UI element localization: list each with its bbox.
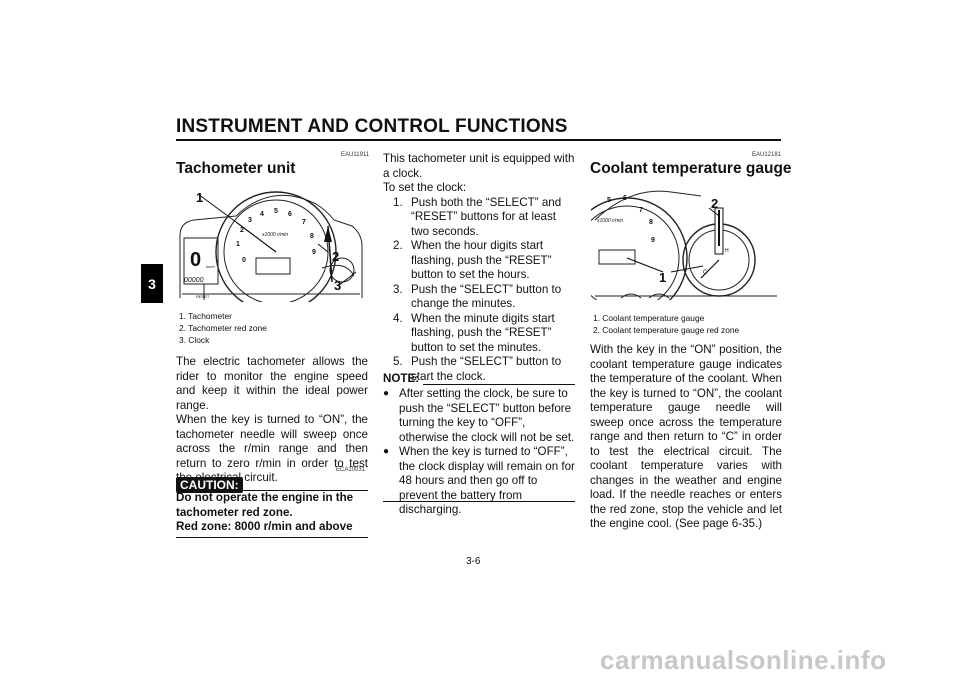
svg-text:8: 8 xyxy=(310,233,314,240)
section-heading-tachometer: Tachometer unit xyxy=(176,160,296,177)
step-item: 5.Push the “SELECT” button to start the … xyxy=(393,355,562,383)
hot-label: H xyxy=(725,248,729,254)
svg-text:5: 5 xyxy=(274,208,278,215)
caption-item: 2. Coolant temperature gauge red zone xyxy=(593,325,740,335)
caption-item: 3. Clock xyxy=(179,335,210,345)
coolant-description: With the key in the “ON” position, the c… xyxy=(590,343,782,530)
svg-text:8: 8 xyxy=(649,219,653,226)
clock-instructions: This tachometer unit is equipped with a … xyxy=(383,152,575,384)
caption-item: 2. Tachometer red zone xyxy=(179,323,267,333)
steps-list: 1.Push both the “SELECT” and “RESET” but… xyxy=(383,196,575,385)
figure-captions: 1. Coolant temperature gauge 2. Coolant … xyxy=(593,312,739,336)
kmh-label: km/h xyxy=(206,264,215,269)
notes: ●After setting the clock, be sure to pus… xyxy=(383,387,575,518)
callout-1: 1 xyxy=(659,270,666,285)
section-code: EAU12181 xyxy=(752,152,782,158)
svg-text:3: 3 xyxy=(248,217,252,224)
caption-item: 1. Tachometer xyxy=(179,311,232,321)
caution-rule-top xyxy=(243,490,368,491)
caption-item: 1. Coolant temperature gauge xyxy=(593,313,705,323)
note-item: ●When the key is turned to “OFF”, the cl… xyxy=(383,445,575,516)
page-number: 3-6 xyxy=(466,556,481,567)
caution-label: CAUTION: xyxy=(176,477,243,493)
svg-text:7: 7 xyxy=(639,207,643,214)
chapter-tab: 3 xyxy=(141,264,163,303)
svg-text:1: 1 xyxy=(236,241,240,248)
caution-code: ECA10031 xyxy=(336,467,366,473)
figure-captions: 1. Tachometer 2. Tachometer red zone 3. … xyxy=(179,310,267,346)
caution-text: Do not operate the engine in the tachome… xyxy=(176,491,370,535)
section-heading-coolant: Coolant temperature gauge xyxy=(590,160,792,177)
caution-rule-bottom xyxy=(176,537,368,538)
caution-line: Do not operate the engine in the tachome… xyxy=(176,491,354,519)
svg-text:5: 5 xyxy=(607,197,611,204)
caution-badge: CAUTION: xyxy=(176,476,243,494)
tachometer-description: The electric tachometer allows the rider… xyxy=(176,355,368,486)
note-rule-bottom xyxy=(383,501,575,502)
step-item: 3.Push the “SELECT” button to change the… xyxy=(393,282,562,311)
svg-text:6: 6 xyxy=(288,211,292,218)
caution-line: Red zone: 8000 r/min and above xyxy=(176,520,353,533)
callout-2: 2 xyxy=(332,249,339,264)
svg-text:0: 0 xyxy=(242,257,246,264)
section-code: EAU11911 xyxy=(341,152,370,158)
svg-text:6: 6 xyxy=(623,195,627,202)
note-rule-top xyxy=(423,384,575,385)
note-item: ●After setting the clock, be sure to pus… xyxy=(383,387,575,444)
rpm-unit-label: x1000 r/min xyxy=(596,218,623,224)
watermark: carmanualsonline.info xyxy=(600,645,887,675)
gear-indicator: 0 xyxy=(190,249,201,271)
page-header-title: INSTRUMENT AND CONTROL FUNCTIONS xyxy=(176,116,568,137)
intro-text: This tachometer unit is equipped with a … xyxy=(383,152,575,180)
step-item: 2.When the hour digits start flashing, p… xyxy=(393,239,552,281)
svg-text:2: 2 xyxy=(240,227,244,234)
callout-3: 3 xyxy=(334,278,341,293)
svg-text:9: 9 xyxy=(312,249,316,256)
odometer-display: 00000 xyxy=(184,277,204,284)
bullet-icon: ● xyxy=(383,388,390,399)
paragraph: The electric tachometer allows the rider… xyxy=(176,355,368,412)
callout-1: 1 xyxy=(196,190,203,205)
intro-text: To set the clock: xyxy=(383,181,467,194)
step-item: 4.When the minute digits start flashing,… xyxy=(393,311,555,354)
cold-label: C xyxy=(703,270,708,276)
note-label: NOTE: xyxy=(383,372,420,385)
rpm-unit-label: x1000 r/min xyxy=(261,232,288,238)
paragraph: When the key is turned to “ON”, the tach… xyxy=(176,413,368,484)
callout-2: 2 xyxy=(711,196,718,211)
svg-text:9: 9 xyxy=(651,237,655,244)
step-item: 1.Push both the “SELECT” and “RESET” but… xyxy=(393,195,562,238)
header-rule xyxy=(176,139,781,141)
reset-label: RESET xyxy=(196,294,210,299)
svg-text:4: 4 xyxy=(260,211,264,218)
svg-text:7: 7 xyxy=(302,219,306,226)
coolant-gauge-figure: 5 6 7 8 9 x1000 r/min H C 2 1 xyxy=(566,186,781,319)
bullet-icon: ● xyxy=(383,446,390,457)
